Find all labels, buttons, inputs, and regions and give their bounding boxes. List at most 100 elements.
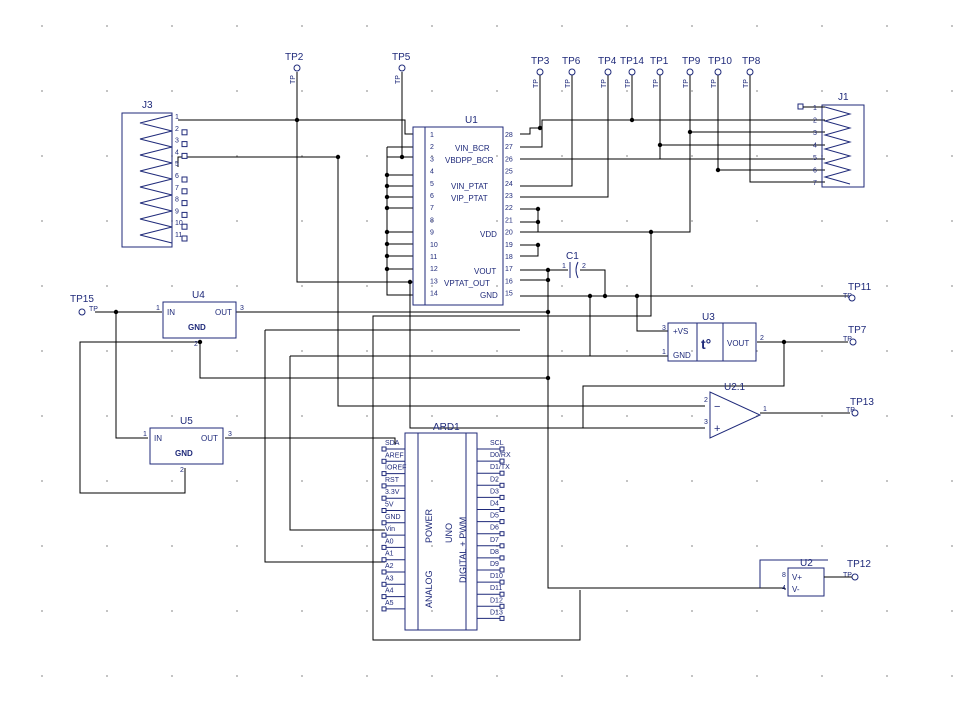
testpoint-tp7[interactable]: TP7 TP	[843, 325, 867, 346]
tp-pad[interactable]	[686, 68, 694, 76]
grid-dot	[236, 155, 238, 157]
opamp-u21[interactable]: U2.1 − + 2 3 1	[704, 382, 767, 439]
testpoint-tp12[interactable]: TP12 TP	[843, 559, 871, 581]
wire	[589, 296, 668, 357]
grid-dot	[756, 220, 758, 222]
j3-pin-number: 6	[175, 173, 179, 180]
grid-dot	[41, 25, 43, 27]
grid-dot	[41, 610, 43, 612]
grid-dot	[951, 415, 953, 417]
ard1-pin-pad	[499, 603, 505, 609]
j3-pin-pad	[181, 223, 188, 230]
wire	[199, 342, 548, 379]
junction	[384, 183, 390, 189]
tp-pad[interactable]	[848, 294, 856, 302]
wire	[520, 72, 609, 198]
u2-vplus: V+	[792, 573, 802, 582]
junction	[407, 279, 413, 285]
junctions	[113, 117, 787, 381]
ard1-pin-pad	[499, 470, 505, 476]
ard1-pin-pad	[499, 555, 505, 561]
tp-pad[interactable]	[628, 68, 636, 76]
testpoint-tp8[interactable]: TP8 TP	[742, 56, 761, 88]
u1-pin-number: 24	[505, 181, 513, 188]
grid-dot	[821, 285, 823, 287]
tp-pad[interactable]	[746, 68, 754, 76]
u5-body	[149, 427, 224, 465]
regulator-u5[interactable]: U5 IN OUT GND 1 3 2	[143, 416, 232, 474]
ard1-right-pin: D6	[490, 525, 499, 532]
ard1-left-pin: A5	[385, 600, 394, 607]
u5-pin-in: 1	[143, 431, 147, 438]
regulator-u4[interactable]: U4 IN OUT GND 1 3 2	[156, 290, 244, 348]
c1-pin1: 1	[562, 263, 566, 270]
ard1-right-pin: D5	[490, 513, 499, 520]
grid-dot	[366, 675, 368, 677]
u1-pin-number: 2	[430, 144, 434, 151]
grid-dot	[951, 545, 953, 547]
grid-dot	[236, 675, 238, 677]
wire	[409, 282, 705, 429]
testpoint-tp14[interactable]: TP14 TP	[620, 56, 644, 88]
tp-pad[interactable]	[851, 409, 859, 417]
grid-dot	[41, 155, 43, 157]
grid-dot	[301, 350, 303, 352]
grid-dot	[236, 350, 238, 352]
tp-pad[interactable]	[604, 68, 612, 76]
tp2-label: TP2	[285, 52, 304, 63]
testpoint-tp9[interactable]: TP9 TP	[682, 56, 701, 88]
tp-pad[interactable]	[78, 308, 86, 316]
tp-pad[interactable]	[536, 68, 544, 76]
testpoint-tp2[interactable]: TP2 TP	[285, 52, 304, 84]
u1-pin-number: 20	[505, 230, 513, 237]
tp-pin-label: TP	[743, 79, 750, 88]
tp-pad[interactable]	[849, 338, 857, 346]
j3-label: J3	[142, 100, 153, 111]
tp-pad[interactable]	[851, 573, 859, 581]
tp-pad[interactable]	[714, 68, 722, 76]
j3-pin-pad	[181, 211, 188, 218]
grid-dot	[691, 155, 693, 157]
grid-dot	[691, 90, 693, 92]
grid-dot	[626, 415, 628, 417]
testpoint-tp5[interactable]: TP5 TP	[392, 52, 411, 84]
testpoint-tp3[interactable]: TP3 TP	[531, 56, 550, 88]
testpoint-tp11[interactable]: TP11 TP	[843, 282, 872, 302]
junction	[602, 293, 608, 299]
grid-dot	[626, 610, 628, 612]
testpoint-tp6[interactable]: TP6 TP	[562, 56, 581, 88]
tp-pad[interactable]	[293, 64, 301, 72]
grid-dot	[366, 350, 368, 352]
ard1-left-pin: IOREF	[385, 465, 406, 472]
wire	[520, 119, 825, 148]
u2-label: U2	[800, 558, 813, 569]
grid-dot	[431, 220, 433, 222]
grid-dot	[171, 610, 173, 612]
grid-dot	[691, 350, 693, 352]
tp-pad[interactable]	[568, 68, 576, 76]
j1-pin-number: 5	[813, 155, 817, 162]
capacitor-c1[interactable]: C1 1 2	[562, 251, 586, 279]
testpoint-tp10[interactable]: TP10 TP	[708, 56, 732, 88]
grid-dot	[236, 480, 238, 482]
testpoint-tp13[interactable]: TP13 TP	[846, 397, 874, 417]
sensor-u3[interactable]: U3 +VS GND VOUT t° 3 1 2	[662, 312, 764, 362]
grid-dot	[626, 25, 628, 27]
u1-pin-number: 10	[430, 242, 438, 249]
u1-signal: VOUT	[474, 267, 496, 276]
ard1-pin-pad	[381, 557, 387, 563]
testpoint-tp1[interactable]: TP1 TP	[650, 56, 669, 88]
testpoint-tp4[interactable]: TP4 TP	[598, 56, 617, 88]
tp-pad[interactable]	[398, 64, 406, 72]
testpoint-tp15[interactable]: TP15 TP	[70, 294, 98, 316]
tp-pad[interactable]	[656, 68, 664, 76]
grid-dot	[41, 350, 43, 352]
arduino-ard1[interactable]: ARD1 SDAAREFIOREFRST3.3V5VGNDVinA0A1A2A3…	[381, 422, 511, 631]
ic-u2[interactable]: U2 V+ V- 8 4	[759, 558, 852, 597]
tp1-label: TP1	[650, 56, 669, 67]
